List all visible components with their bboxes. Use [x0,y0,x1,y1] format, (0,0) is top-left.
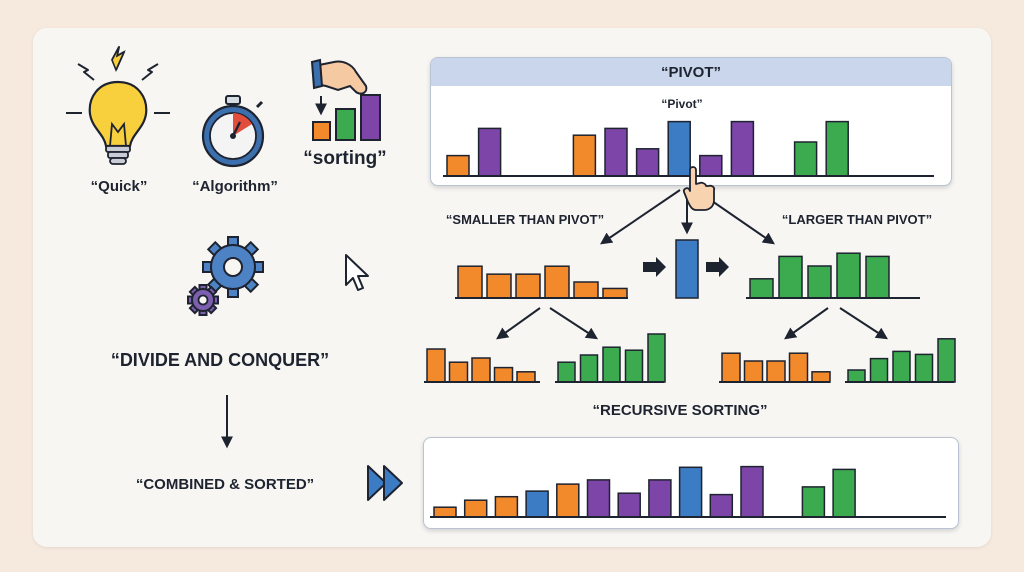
bar [604,127,628,177]
bars-smaller-right [555,333,666,383]
larger-than-pivot-label: “LARGER THAN PIVOT” [781,212,933,227]
bar [793,141,818,177]
algorithm-label: “Algorithm” [192,178,278,195]
bars-larger-left [719,352,831,383]
combined-and-sorted-label: “COMBINED & SORTED” [135,476,315,493]
arrow-smaller-left [496,307,541,340]
bars-pivot [675,239,699,299]
right-arrow-icon [706,257,729,277]
pivot-header: “PIVOT” [431,58,951,86]
sorting-label: “sorting” [303,148,387,169]
bars-smaller-left [424,348,540,383]
bars-initial [443,120,934,177]
bar [678,466,703,518]
bar [572,134,597,177]
stopwatch-icon [201,95,265,168]
arrow-smaller-right [549,307,599,340]
quick-label: “Quick” [90,178,148,195]
arrow-larger-left [784,307,829,340]
bar [556,483,580,518]
lightbulb-icon [66,46,170,165]
hand-sorting-icon [310,58,381,141]
split-arrows [496,189,889,340]
bar [675,239,699,299]
bar [648,479,672,518]
bar [433,506,457,518]
bars-final [430,465,946,518]
bars-larger-right [845,338,956,383]
bar [740,465,764,518]
bars-larger [746,252,920,299]
right-arrow-icon [643,257,666,277]
smaller-than-pivot-label: “SMALLER THAN PIVOT” [445,212,605,227]
bar [525,490,549,518]
mouse-pointer-icon [345,254,369,291]
bar [730,120,755,177]
bar [709,493,734,518]
bar [667,120,691,177]
bar [477,127,502,177]
bar [825,120,849,177]
bar [586,479,611,518]
bar [463,499,488,518]
bar [699,154,723,177]
arrow-to-smaller [600,189,681,245]
bar [832,468,856,518]
gears-icon [187,236,264,316]
bar [617,492,641,518]
bar [801,486,826,518]
divide-and-conquer-label: “DIVIDE AND CONQUER” [110,350,330,370]
arrow-larger-right [839,307,889,340]
pivot-marker-label: “Pivot” [661,97,703,111]
fast-forward-icon [367,465,403,501]
hand-cursor-icon [682,166,716,211]
bar [494,495,519,518]
bar [635,148,660,177]
bars-smaller [455,265,628,299]
initial-array-panel: “PIVOT” [430,57,952,186]
bar [446,154,470,177]
recursive-sorting-label: “RECURSIVE SORTING” [592,402,768,419]
bar [457,265,483,299]
